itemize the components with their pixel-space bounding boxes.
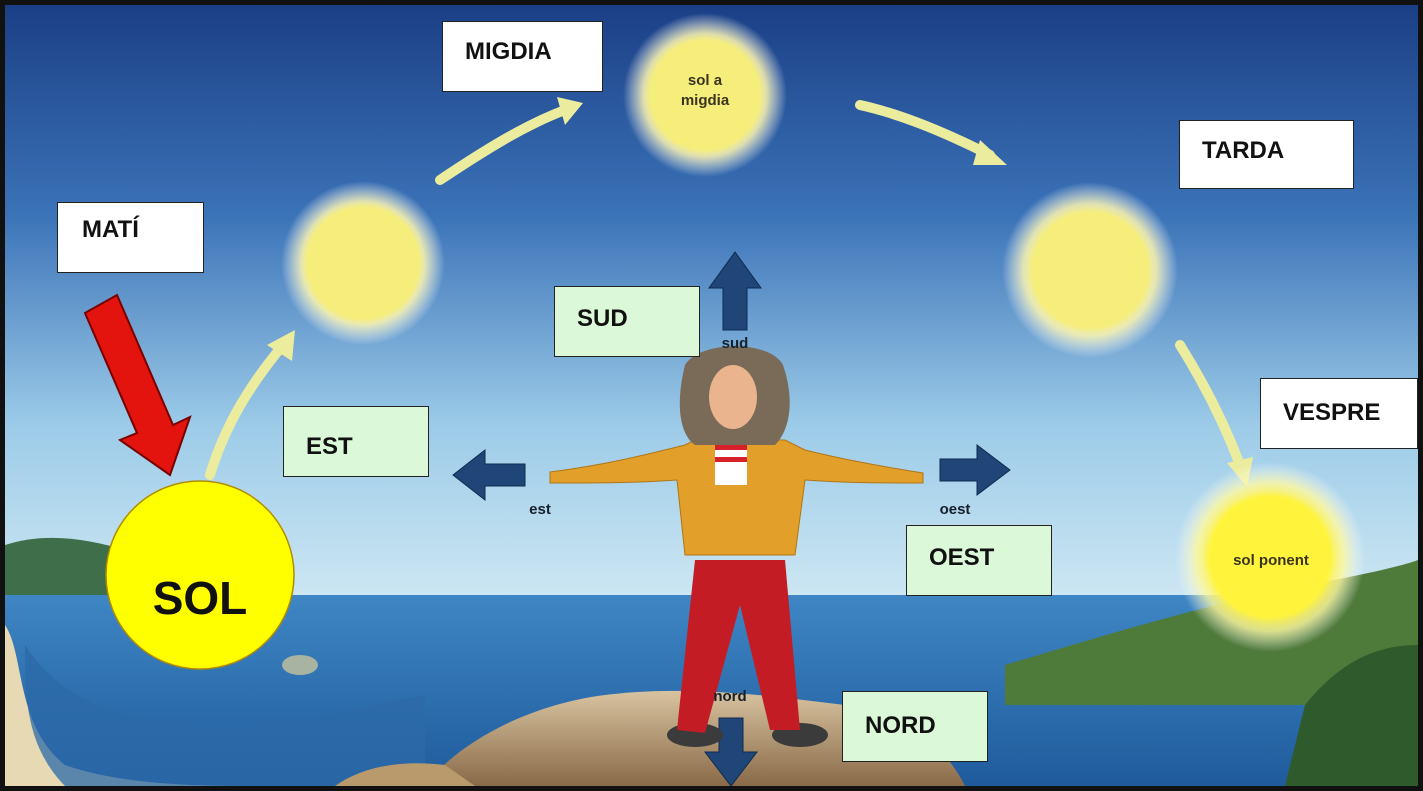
- left-beach: [5, 625, 265, 786]
- label-morning: MATÍ: [57, 202, 204, 273]
- east-arrow-icon: [452, 448, 526, 502]
- sun-path-arrows: [205, 100, 1245, 480]
- left-lagoon: [25, 645, 425, 786]
- label-north: NORD: [842, 691, 988, 762]
- label-east: EST: [283, 406, 429, 477]
- person-figure: [549, 346, 924, 747]
- big-sun-circle: [105, 480, 295, 670]
- big-sun-label: SOL: [152, 572, 248, 624]
- label-evening: VESPRE: [1260, 378, 1418, 449]
- small-label-west: oest: [939, 501, 971, 518]
- sun-path-scene: [5, 5, 1418, 786]
- small-label-north: nord: [713, 688, 747, 705]
- small-rock: [282, 655, 318, 675]
- label-west: OEST: [906, 525, 1052, 596]
- label-south: SUD: [554, 286, 700, 357]
- left-rock: [335, 763, 475, 786]
- small-label-south: sud: [721, 335, 749, 352]
- sun-noon-line1: sol a: [687, 72, 723, 89]
- right-cliff: [1285, 645, 1418, 786]
- north-arrow-icon: [703, 717, 759, 786]
- south-arrow-icon: [708, 251, 762, 331]
- sun-noon-text: sol a migdia: [655, 71, 755, 111]
- red-pointer-arrow: [83, 293, 192, 477]
- label-noon: MIGDIA: [442, 21, 603, 92]
- small-label-east: est: [529, 501, 551, 518]
- sunset-text: sol ponent: [1233, 552, 1309, 569]
- sun-noon-line2: migdia: [680, 92, 730, 109]
- direction-arrows: [452, 251, 1011, 786]
- label-afternoon: TARDA: [1179, 120, 1354, 189]
- west-arrow-icon: [939, 443, 1011, 497]
